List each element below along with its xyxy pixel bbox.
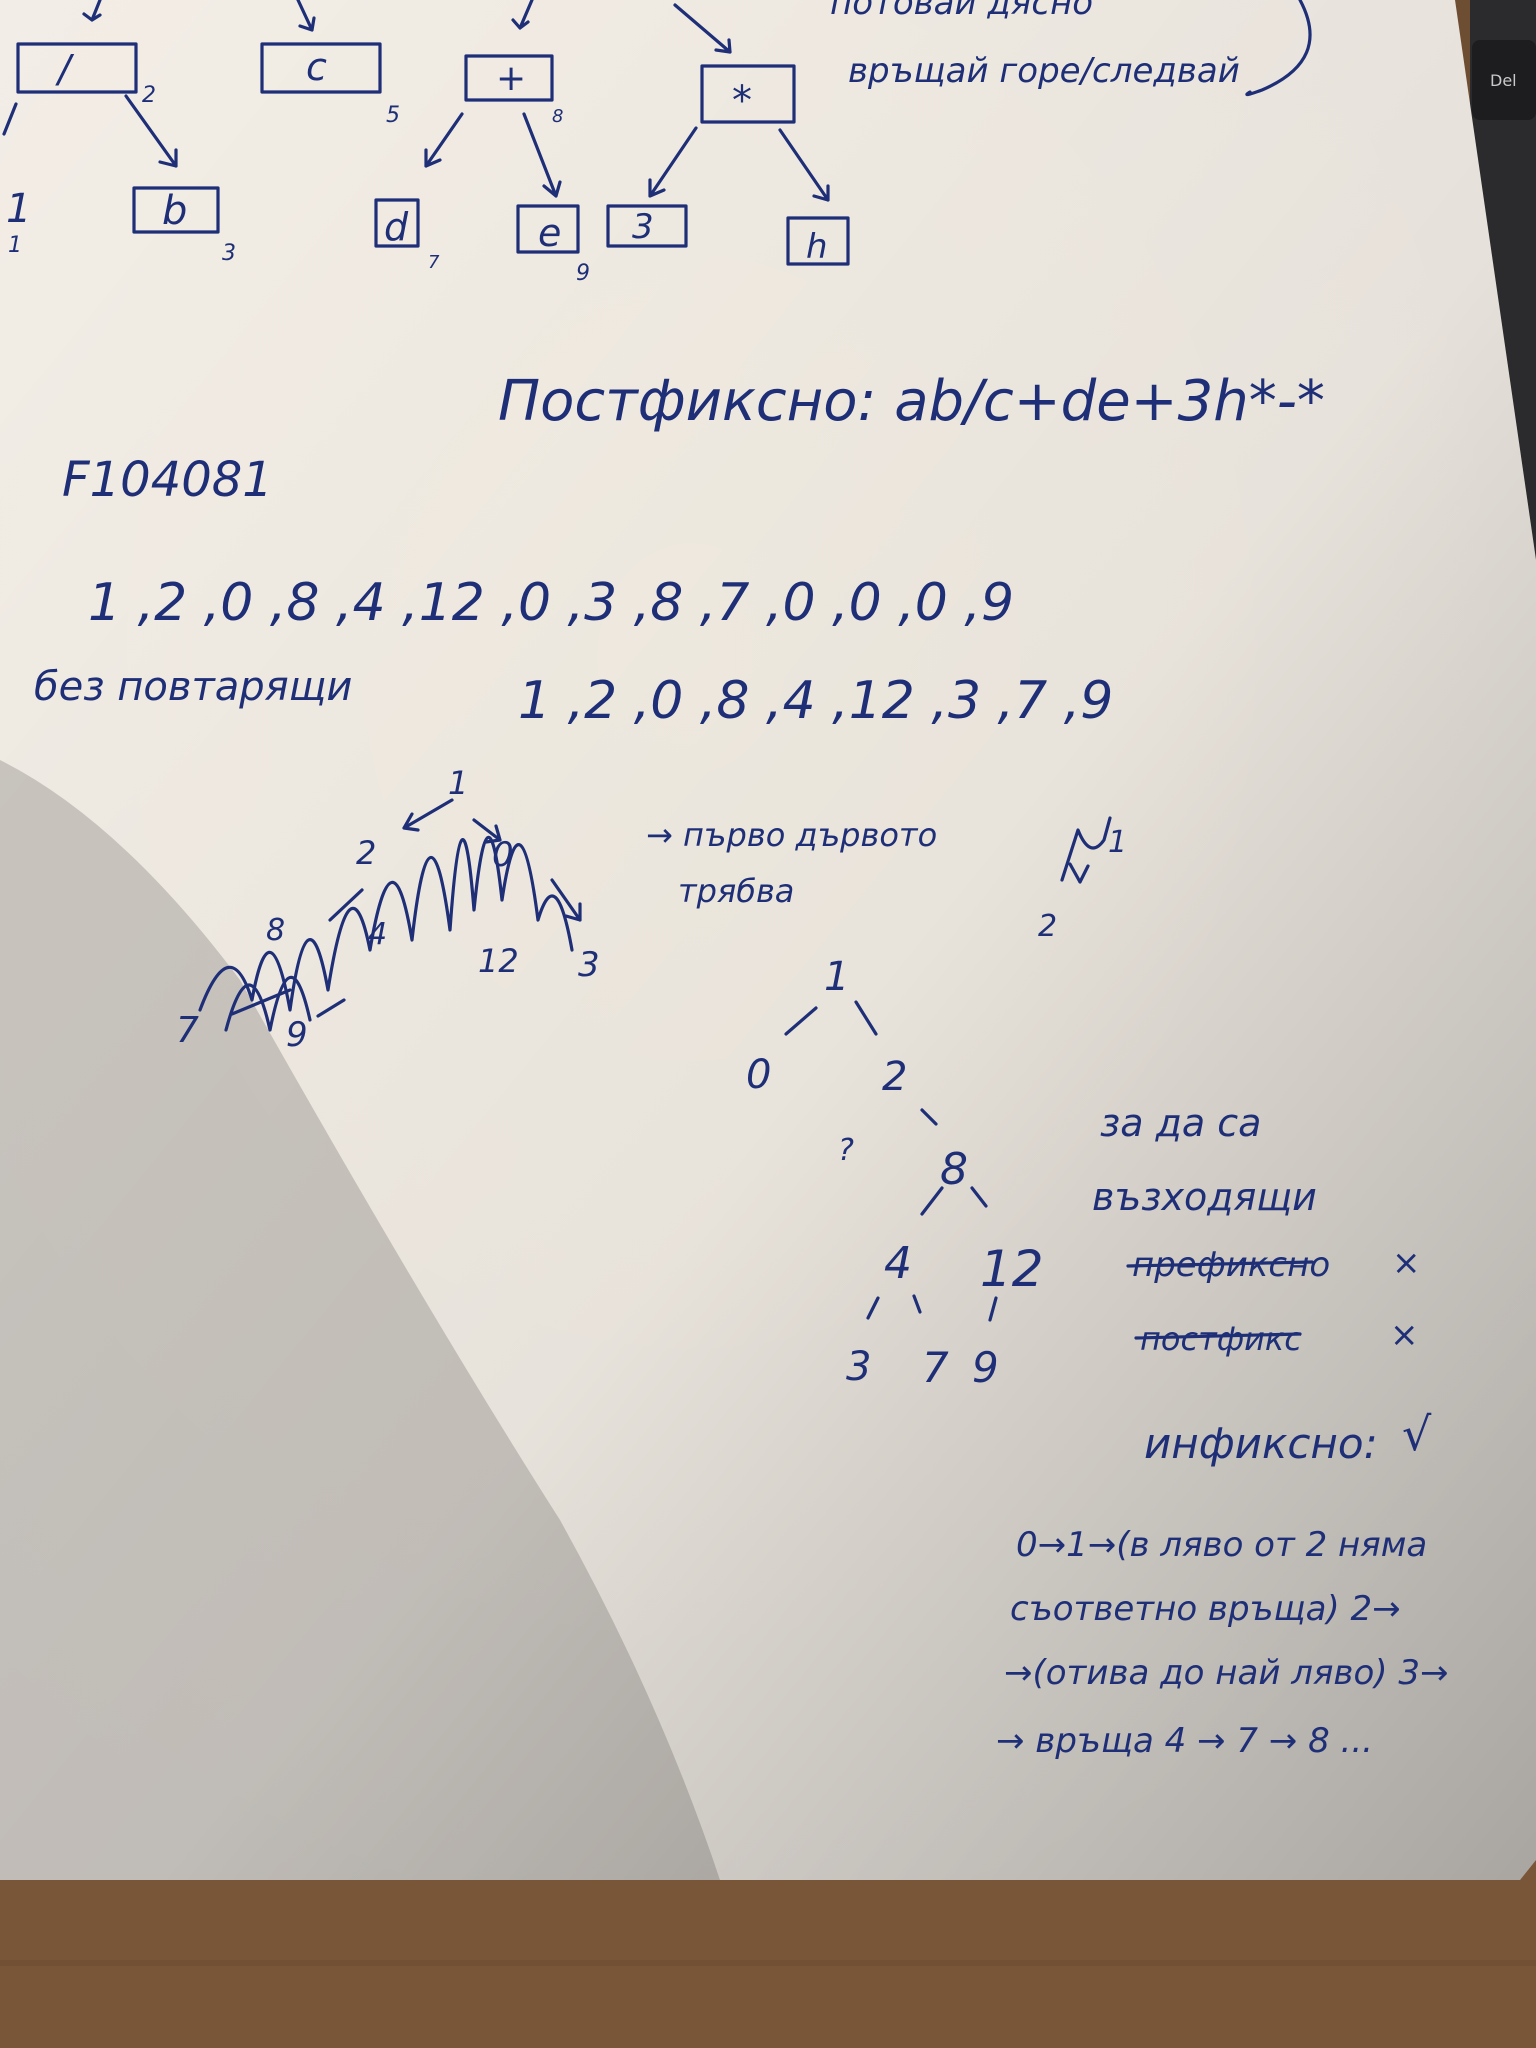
bst-node-7: 7: [922, 1343, 949, 1392]
sketch-label-1: 1: [448, 764, 468, 802]
sketch-label-2: 2: [356, 834, 376, 872]
sketch-label-12: 12: [478, 942, 519, 980]
expr-node-multiply: *: [732, 78, 752, 124]
expr-node-e: e: [538, 211, 561, 255]
tree-note-line2: трябва: [678, 872, 794, 910]
postfix-short-label: постфикс: [1140, 1320, 1302, 1358]
student-id: F104081: [62, 452, 273, 508]
expr-index-3: 3: [222, 241, 236, 266]
expr-node-3-box: [606, 204, 688, 248]
input-sequence: 1 ,2 ,0 ,8 ,4 ,12 ,0 ,3 ,8 ,7 ,0 ,0 ,0 ,…: [88, 573, 1014, 633]
expr-node-c-box: [260, 42, 382, 94]
sketch-label-3: 3: [578, 945, 600, 985]
top-note-arrow: [1245, 0, 1312, 97]
expr-node-d: d: [384, 205, 409, 249]
expr-node-d-box: [374, 198, 420, 248]
small-sketch-1: 1: [1108, 825, 1127, 860]
ascending-note-line2: възходящи: [1092, 1175, 1317, 1219]
prefix-strike: [1126, 1260, 1314, 1268]
bst-node-2: 2: [882, 1054, 907, 1100]
expr-node-b: b: [162, 188, 187, 234]
expr-node-c: c: [306, 45, 327, 89]
walk-line-1: 0→1→(в ляво от 2 няма: [1016, 1525, 1427, 1565]
hand-shadow: [0, 760, 720, 1880]
expr-node-e-box: [516, 204, 580, 254]
bst-question-mark: ?: [838, 1133, 854, 1168]
expr-node-divide-box: [16, 42, 138, 94]
expr-node-h-box: [786, 216, 850, 266]
top-note-line: връщай горе/следвай: [848, 51, 1240, 91]
expr-node-3: 3: [632, 207, 654, 247]
walk-line-2: съответно връща) 2→: [1010, 1589, 1401, 1629]
top-note-fragment: потовай дясно: [830, 0, 1093, 23]
sketch-label-9: 9: [286, 1015, 308, 1055]
arc-sketch: 1 2 0 8 4 12 3 7 9: [176, 764, 600, 1055]
binary-search-tree: 1 0 2 8 4 12 3 7 9 ?: [746, 954, 1044, 1392]
infix-label: инфиксно:: [1144, 1419, 1378, 1468]
sketch-label-0: 0: [492, 835, 514, 875]
sketch-label-4: 4: [368, 917, 387, 952]
expr-node-divide: /: [55, 47, 75, 91]
expression-tree: / c + * b d e 3 h 1 2 5 8 3 7 9 1: [2, 0, 850, 286]
bst-node-4: 4: [884, 1238, 912, 1289]
expr-index-9: 9: [576, 261, 590, 286]
expr-index-8: 8: [552, 106, 563, 127]
small-sketch-2: 2: [1038, 909, 1057, 944]
sketch-label-7: 7: [176, 1010, 199, 1051]
prefix-cross: ×: [1392, 1243, 1421, 1283]
expr-index-5: 5: [386, 103, 400, 128]
no-repeat-sequence: 1 ,2 ,0 ,8 ,4 ,12 ,3 ,7 ,9: [518, 671, 1113, 731]
postfix-cross: ×: [1390, 1315, 1419, 1355]
walk-line-3: →(отива до най ляво) 3→: [1004, 1653, 1448, 1693]
postfix-expression: Постфиксно: ab/c+de+3h*-*: [498, 369, 1325, 434]
small-sketch-arrow: [1060, 816, 1112, 884]
expr-index-2: 2: [142, 83, 156, 108]
del-key: [1472, 40, 1536, 120]
bst-node-8: 8: [940, 1144, 968, 1195]
expr-node-multiply-box: [700, 64, 796, 124]
bst-node-3: 3: [846, 1344, 871, 1390]
expr-node-cut-left: 1: [6, 186, 31, 232]
expr-node-plus-box: [464, 54, 554, 102]
bst-node-12: 12: [980, 1240, 1044, 1298]
wood-table: [0, 1860, 1536, 2048]
infix-check: √: [1402, 1407, 1432, 1461]
walk-line-4: → връща 4 → 7 → 8 ...: [996, 1721, 1373, 1761]
expr-node-b-box: [132, 186, 220, 234]
del-key-label: Del: [1490, 71, 1517, 90]
expr-node-h: h: [806, 227, 828, 267]
expr-index-1: 1: [8, 233, 22, 258]
no-repeat-label: без повтарящи: [34, 664, 352, 710]
bst-node-0: 0: [746, 1052, 771, 1098]
tree-note-line1: → първо дървото: [646, 816, 937, 854]
bst-node-9: 9: [972, 1343, 999, 1392]
postfix-strike: [1134, 1332, 1302, 1340]
expr-index-7: 7: [428, 252, 440, 273]
ascending-note-line1: за да са: [1100, 1101, 1261, 1145]
sketch-label-8: 8: [266, 913, 285, 948]
bst-node-1: 1: [824, 954, 849, 1000]
expr-node-plus: +: [496, 58, 526, 99]
